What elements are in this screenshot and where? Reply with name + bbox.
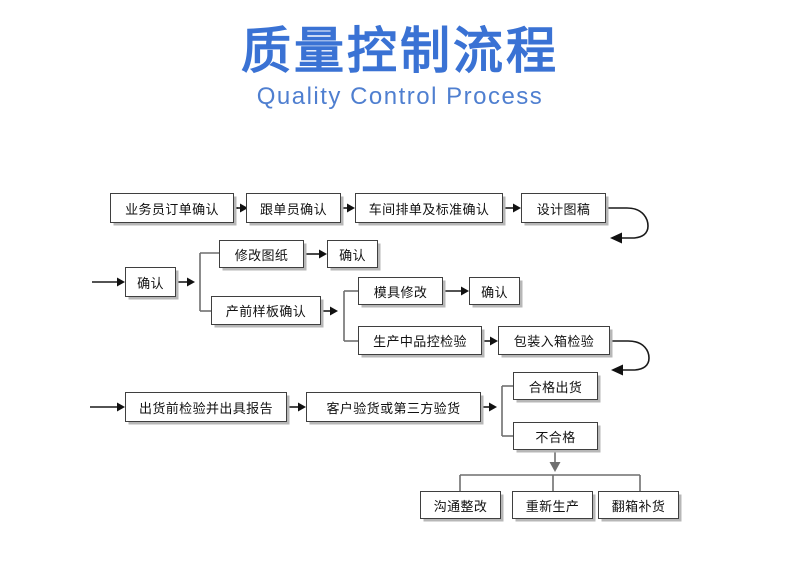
node-label: 产前样板确认 xyxy=(225,305,307,320)
node-in-production-quality-inspection[interactable]: 生产中品控检验 xyxy=(358,326,482,355)
page-subtitle: Quality Control Process xyxy=(256,83,544,110)
connector-n6-n7 xyxy=(304,249,327,259)
node-label: 设计图稿 xyxy=(536,202,591,218)
connector-n9-n10 xyxy=(443,286,469,296)
connector-n14-branch xyxy=(481,402,497,412)
node-pre-production-sample-confirm[interactable]: 产前样板确认 xyxy=(211,296,321,325)
node-label: 包装入箱检验 xyxy=(513,335,595,350)
node-communicate-rectify[interactable]: 沟通整改 xyxy=(420,491,501,519)
node-customer-or-third-party-inspection[interactable]: 客户验货或第三方验货 xyxy=(306,392,481,422)
split-bar-rework xyxy=(459,474,641,491)
node-reproduce[interactable]: 重新生产 xyxy=(512,491,593,519)
node-label: 确认 xyxy=(481,285,508,301)
node-label: 模具修改 xyxy=(373,285,428,301)
chart-header: 质量控制流程 Quality Control Process xyxy=(0,22,800,112)
branch-bracket-result xyxy=(501,385,513,437)
node-qualified-shipment[interactable]: 合格出货 xyxy=(513,372,598,400)
node-unqualified[interactable]: 不合格 xyxy=(513,422,598,450)
connector-n11-n12 xyxy=(482,336,498,346)
node-label: 沟通整改 xyxy=(433,499,488,515)
connector-n2-n3 xyxy=(341,203,355,213)
connector-n3-n4 xyxy=(503,203,521,213)
node-sales-order-confirm[interactable]: 业务员订单确认 xyxy=(110,193,234,223)
node-label: 客户验货或第三方验货 xyxy=(326,401,461,417)
page-title: 质量控制流程 xyxy=(241,22,559,80)
node-label: 翻箱补货 xyxy=(611,499,666,515)
node-pre-shipment-inspection-report[interactable]: 出货前检验并出具报告 xyxy=(125,392,287,422)
node-mold-modification[interactable]: 模具修改 xyxy=(358,277,443,305)
connector-entry-n5 xyxy=(92,277,125,287)
connector-n5-branch xyxy=(176,277,195,287)
node-label: 确认 xyxy=(339,248,366,264)
node-label: 生产中品控检验 xyxy=(373,335,467,350)
node-revise-drawing[interactable]: 修改图纸 xyxy=(219,240,304,268)
node-label: 跟单员确认 xyxy=(259,202,327,218)
connector-entry-n13 xyxy=(90,402,125,412)
node-label: 修改图纸 xyxy=(234,248,289,264)
connector-n13-n14 xyxy=(287,402,306,412)
branch-bracket-mold xyxy=(343,290,358,342)
node-label: 车间排单及标准确认 xyxy=(368,202,490,218)
node-label: 业务员订单确认 xyxy=(125,202,219,218)
node-confirm-drawing[interactable]: 确认 xyxy=(327,240,378,268)
node-label: 出货前检验并出具报告 xyxy=(138,401,273,417)
node-label: 确认 xyxy=(137,276,164,292)
node-label: 不合格 xyxy=(535,430,576,446)
node-confirm-design[interactable]: 确认 xyxy=(125,267,176,297)
node-merchandiser-confirm[interactable]: 跟单员确认 xyxy=(246,193,341,223)
connector-n16-split xyxy=(549,450,561,472)
node-label: 合格出货 xyxy=(528,380,583,396)
node-packing-carton-inspection[interactable]: 包装入箱检验 xyxy=(498,326,610,355)
connector-n8-branch xyxy=(321,306,338,316)
node-workshop-schedule-standard-confirm[interactable]: 车间排单及标准确认 xyxy=(355,193,503,223)
node-recheck-replenish[interactable]: 翻箱补货 xyxy=(598,491,679,519)
connector-n12-loopback xyxy=(610,340,650,376)
connector-n4-loopback xyxy=(606,207,649,244)
node-confirm-mold[interactable]: 确认 xyxy=(469,277,520,305)
node-label: 重新生产 xyxy=(525,499,580,515)
node-design-draft[interactable]: 设计图稿 xyxy=(521,193,606,223)
